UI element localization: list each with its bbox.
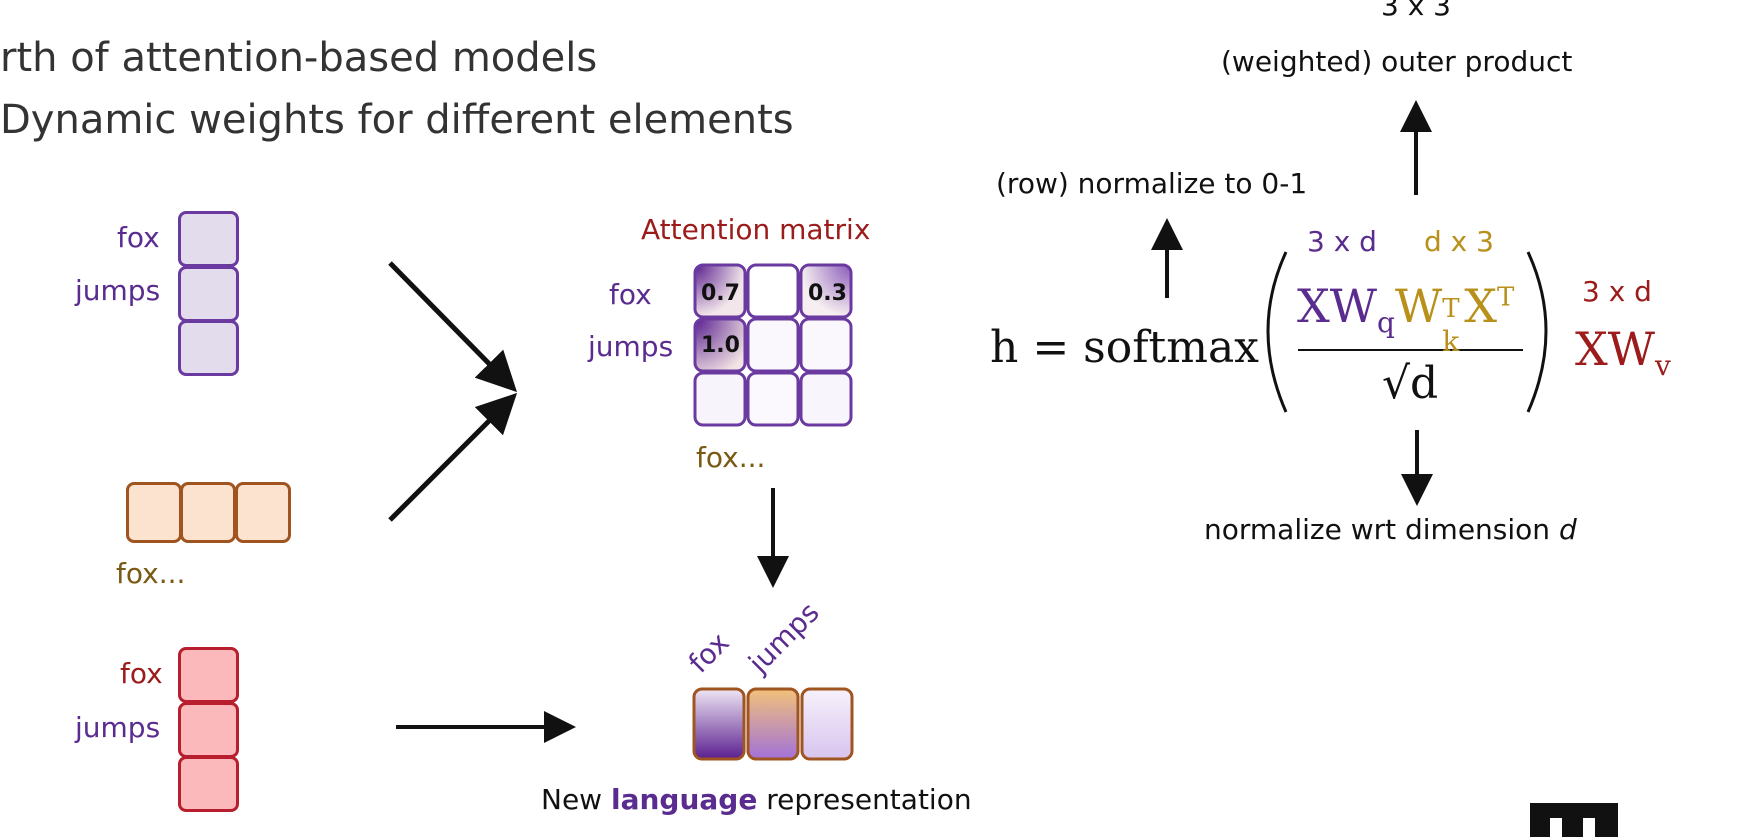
attention-col-label: fox...	[696, 441, 766, 474]
key-label: fox...	[116, 557, 186, 590]
output-cell-2-fill	[746, 687, 800, 761]
formula-k-dims: d x 3	[1424, 225, 1494, 258]
key-cell-2	[180, 482, 236, 543]
formula-left-caption: (row) normalize to 0-1	[996, 167, 1308, 200]
query-cell-3	[178, 320, 239, 376]
formula-top-dims: 3 x 3	[1381, 0, 1451, 22]
left-paren	[1266, 251, 1288, 413]
attn-cell-02	[799, 263, 853, 319]
attn-cell-21	[746, 371, 800, 427]
attention-value-10: 1.0	[701, 333, 740, 358]
formula-bottom-caption: normalize wrt dimension d	[1204, 513, 1577, 546]
query-cell-1	[178, 211, 239, 267]
arrow-query-to-attention	[388, 261, 518, 393]
formula-denominator: √d	[1382, 358, 1439, 409]
right-paren	[1526, 251, 1548, 413]
formula-lhs: h = softmax	[990, 322, 1259, 373]
attn-cell-22	[799, 371, 853, 427]
output-cell-1-fill	[692, 687, 746, 761]
query-cell-2	[178, 266, 239, 322]
formula-v-term: XWv	[1575, 322, 1671, 383]
slide-title-line1: rth of attention-based models	[0, 35, 598, 81]
attn-cell-01	[746, 263, 800, 319]
value-label-jumps: jumps	[75, 711, 161, 744]
value-label-fox: fox	[120, 657, 163, 690]
value-cell-1	[178, 647, 239, 703]
attention-title: Attention matrix	[641, 213, 871, 246]
formula-q-term: XWq	[1297, 279, 1395, 340]
value-cell-2	[178, 702, 239, 758]
formula-v-dims: 3 x d	[1582, 275, 1652, 308]
slide-title-line2: Dynamic weights for different elements	[0, 97, 794, 143]
attention-row-fox: fox	[609, 278, 652, 311]
attn-cell-20	[693, 371, 747, 427]
key-cell-1	[126, 482, 182, 543]
query-label-fox: fox	[117, 221, 160, 254]
attn-cell-11	[746, 317, 800, 373]
key-cell-3	[235, 482, 291, 543]
output-caption: New language representation	[541, 783, 972, 816]
attn-cell-12	[799, 317, 853, 373]
formula-q-dims: 3 x d	[1307, 225, 1377, 258]
query-label-jumps: jumps	[75, 274, 161, 307]
attention-row-jumps: jumps	[588, 330, 674, 363]
corner-logo	[1530, 803, 1618, 837]
attention-value-00: 0.7	[701, 281, 740, 306]
output-cell-3-fill	[800, 687, 854, 761]
attention-value-02: 0.3	[808, 281, 847, 306]
arrow-key-to-attention	[388, 392, 518, 522]
attn-cell-10	[693, 317, 747, 373]
output-caption-bold: language	[610, 783, 758, 816]
formula-top-caption: (weighted) outer product	[1221, 45, 1573, 78]
attn-cell-00	[693, 263, 747, 319]
value-cell-3	[178, 756, 239, 812]
